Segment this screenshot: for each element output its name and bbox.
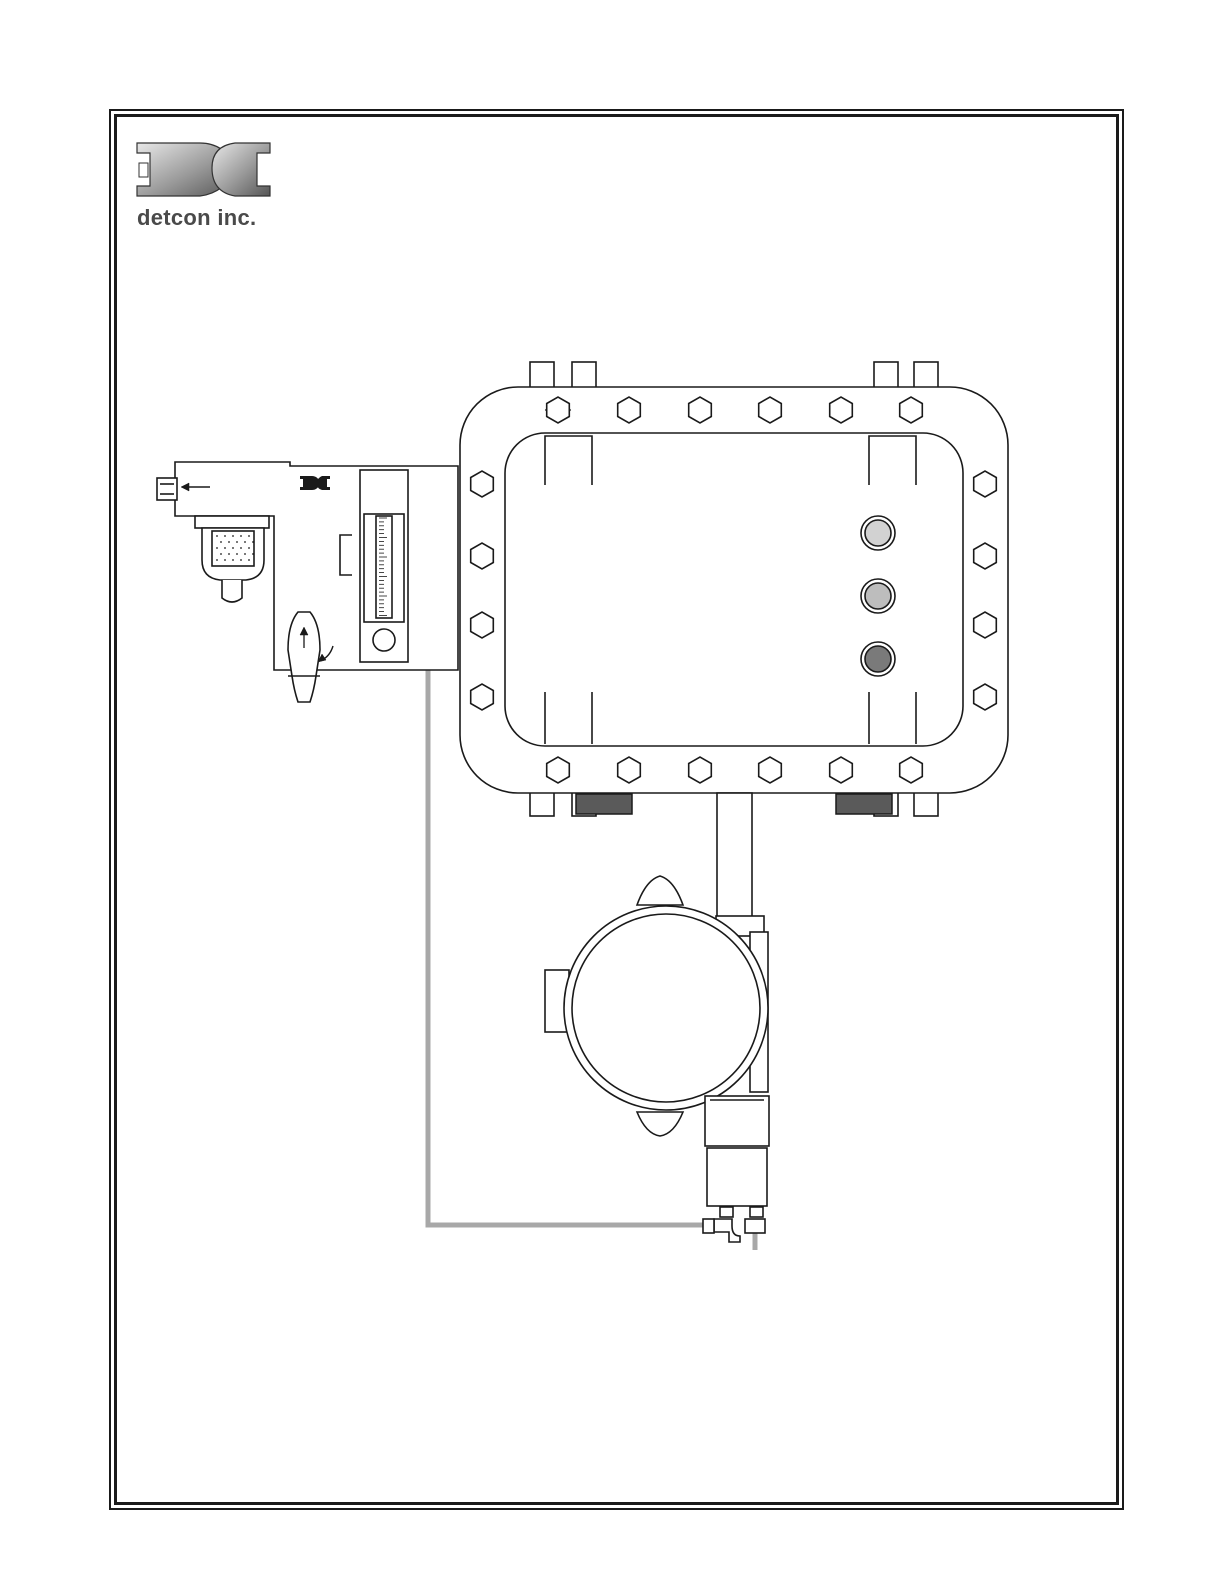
filter-dot [216, 535, 218, 537]
lamp-indicator-bottom [865, 646, 891, 672]
enclosure-bolt [689, 397, 712, 423]
filter-bowl [195, 516, 269, 602]
gas-sensor-housing [545, 876, 769, 1242]
enclosure-bolt [759, 757, 782, 783]
enclosure-bolt [830, 397, 853, 423]
enclosure-bolt [900, 757, 923, 783]
enclosure-bolt [900, 397, 923, 423]
enclosure-top-lug [572, 362, 596, 388]
filter-dot [248, 559, 250, 561]
sample-draw-panel [157, 462, 458, 702]
enclosure-bolt [974, 471, 997, 497]
filter-dot [216, 547, 218, 549]
enclosure-bolt [974, 612, 997, 638]
outlet-fitting [157, 478, 177, 500]
sensor-conduit [717, 793, 752, 918]
flowmeter-tube [376, 516, 392, 618]
filter-dot [236, 553, 238, 555]
enclosure-bolt [471, 471, 494, 497]
enclosure-bolt [471, 684, 494, 710]
enclosure-bottom-lug [914, 792, 938, 816]
enclosure-bolt [759, 397, 782, 423]
detcon-logo-icon [137, 143, 270, 196]
sensor-head [705, 1096, 769, 1146]
enclosure-top-lug [530, 362, 554, 388]
enclosure-bolt [471, 612, 494, 638]
enclosure-bolt [618, 397, 641, 423]
filter-dot [240, 559, 242, 561]
filter-dot [244, 553, 246, 555]
sensor-top-ear [637, 876, 683, 905]
enclosure-top-lug [914, 362, 938, 388]
conduit-plug-left [576, 794, 632, 814]
lamp-indicator-top [865, 520, 891, 546]
panel-logo-icon [300, 476, 330, 490]
enclosure-bolt [830, 757, 853, 783]
enclosure-bottom-lug [530, 792, 554, 816]
exhaust-fitting [745, 1219, 765, 1233]
filter-dot [224, 547, 226, 549]
inlet-valve [288, 612, 320, 702]
enclosure-bolt [618, 757, 641, 783]
lamp-indicator-middle [865, 583, 891, 609]
indicator-lamps [861, 516, 895, 676]
enclosure-bolt [974, 684, 997, 710]
filter-dot [240, 547, 242, 549]
filter-dot [248, 547, 250, 549]
filter-dot [248, 535, 250, 537]
flowmeter [360, 470, 408, 662]
filter-dot [220, 541, 222, 543]
filter-dot [252, 541, 254, 543]
enclosure-bolt [689, 757, 712, 783]
sensor-window [572, 914, 760, 1102]
sensor-bottom-ear [637, 1112, 683, 1136]
elbow-fitting [714, 1219, 740, 1242]
filter-dot [244, 541, 246, 543]
flow-cell [707, 1148, 767, 1206]
explosion-proof-enclosure [460, 362, 1008, 816]
filter-dot [228, 553, 230, 555]
enclosure-bolt [547, 397, 570, 423]
flow-adjust-knob [373, 629, 395, 651]
enclosure-bolt [974, 543, 997, 569]
filter-dot [220, 553, 222, 555]
filter-dot [232, 559, 234, 561]
conduit-plug-right [836, 794, 892, 814]
filter-dot [228, 541, 230, 543]
enclosure-bolt [471, 543, 494, 569]
filter-dot [252, 553, 254, 555]
filter-dot [224, 559, 226, 561]
filter-dot [224, 535, 226, 537]
filter-dot [236, 541, 238, 543]
filter-dot [240, 535, 242, 537]
filter-dot [216, 559, 218, 561]
filter-dot [232, 535, 234, 537]
enclosure-top-lug [874, 362, 898, 388]
filter-dot [232, 547, 234, 549]
enclosure-bolt [547, 757, 570, 783]
